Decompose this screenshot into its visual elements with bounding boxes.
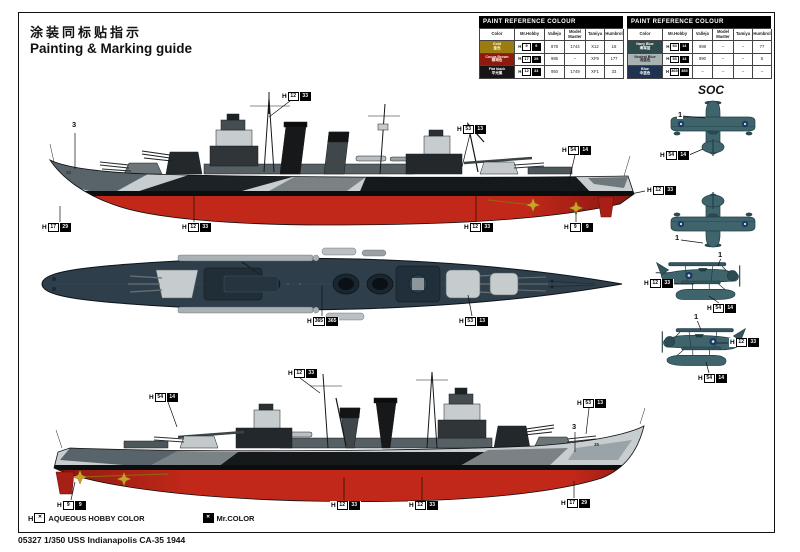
- humbrol-cell: 77: [753, 41, 772, 54]
- part-number-label: 1: [674, 233, 681, 242]
- model-master-cell: 1749: [565, 66, 586, 79]
- part-number-label: 3: [571, 422, 578, 431]
- legend-h-prefix: H: [28, 513, 34, 523]
- ship-side-view-starboard: [53, 371, 646, 502]
- humbrol-cell: 5: [753, 53, 772, 67]
- part-number-label: 3: [71, 120, 78, 129]
- vallejo-cell: 985: [545, 53, 565, 67]
- paint-table-column-header: Vallejo: [545, 29, 565, 42]
- paint-table-column-header: Humbrol: [605, 29, 624, 42]
- humbrol-cell: 33: [605, 66, 624, 79]
- model-master-cell: –: [713, 41, 734, 54]
- paint-table-column-header: Model Master: [713, 29, 734, 42]
- tamiya-cell: X12: [586, 41, 605, 54]
- tamiya-cell: –: [734, 66, 753, 79]
- soc-aircraft-label: SOC: [698, 83, 725, 97]
- paint-table-title: PAINT REFERENCE COLOUR: [479, 16, 623, 28]
- soc-plane-bottom-view: [668, 186, 758, 248]
- propellers-gold: [72, 469, 169, 487]
- humbrol-cell: –: [753, 66, 772, 79]
- model-master-cell: 1744: [565, 41, 586, 54]
- tamiya-cell: XF1: [586, 66, 605, 79]
- paint-table-column-header: Tamiya: [734, 29, 753, 42]
- vallejo-cell: 898: [693, 41, 713, 54]
- hull-number-35: 35: [66, 170, 72, 175]
- paint-table-column-header: Humbrol: [753, 29, 772, 42]
- aqueous-box-icon: ✕: [34, 513, 46, 523]
- tamiya-cell: XF9: [586, 53, 605, 67]
- tamiya-cell: –: [734, 53, 753, 67]
- vallejo-cell: 950: [545, 66, 565, 79]
- page-title-chinese: 涂装同标贴指示: [30, 25, 143, 40]
- product-code-title: 05327 1/350 USS Indianapolis CA-35 1944: [18, 535, 186, 545]
- paint-table-column-header: Color: [480, 29, 515, 42]
- vallejo-cell: –: [693, 66, 713, 79]
- ship-side-view-port: [48, 92, 635, 226]
- model-master-cell: –: [713, 66, 734, 79]
- humbrol-cell: 16: [605, 41, 624, 54]
- paint-table-column-header: Model Master: [565, 29, 586, 42]
- model-master-cell: –: [713, 53, 734, 67]
- legend-mrcolor-label: Mr.COLOR: [216, 513, 255, 523]
- mrcolor-box-icon: ✕: [202, 513, 214, 523]
- model-master-cell: –: [565, 53, 586, 67]
- part-number-label: 1: [717, 250, 724, 259]
- paint-table-column-header: Color: [628, 29, 663, 42]
- part-number-label: 1: [693, 312, 700, 321]
- legend-aqueous-label: AQUEOUS HOBBY COLOR: [48, 513, 145, 523]
- part-number-label: 1: [677, 110, 684, 119]
- hull-number-35: 35: [594, 442, 600, 447]
- page-title-english: Painting & Marking guide: [30, 41, 193, 56]
- paint-system-legend: H✕ AQUEOUS HOBBY COLOR ✕ Mr.COLOR: [28, 513, 254, 523]
- humbrol-cell: 177: [605, 53, 624, 67]
- soc-plane-side-view-left: [652, 324, 752, 372]
- ship-deck-plan-view: [41, 247, 623, 321]
- tamiya-cell: –: [734, 41, 753, 54]
- paint-table-column-header: Mr.Hobby: [663, 29, 693, 42]
- vallejo-cell: 990: [693, 53, 713, 67]
- paint-table-column-header: Vallejo: [693, 29, 713, 42]
- paint-table-column-header: Tamiya: [586, 29, 605, 42]
- paint-table-title: PAINT REFERENCE COLOUR: [627, 16, 771, 28]
- paint-table-column-header: Mr.Hobby: [515, 29, 545, 42]
- vallejo-cell: 878: [545, 41, 565, 54]
- page-border: [18, 12, 775, 533]
